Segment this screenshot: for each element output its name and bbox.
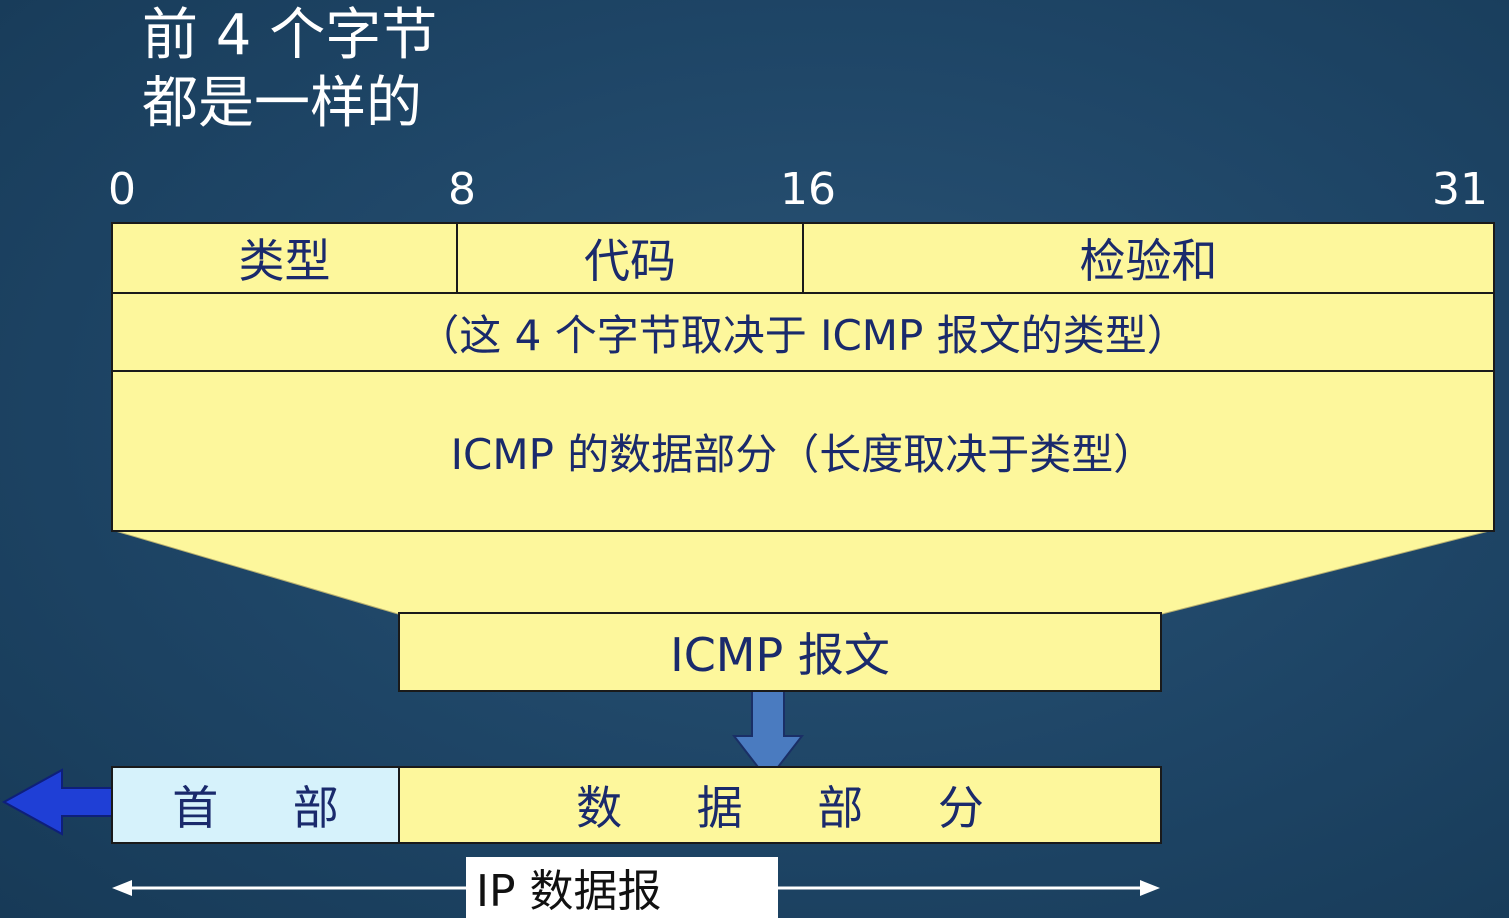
field-icmp-data: ICMP 的数据部分（长度取决于类型） bbox=[111, 370, 1495, 532]
bit-label-0: 0 bbox=[108, 164, 136, 215]
bit-label-8: 8 bbox=[448, 164, 476, 215]
bit-label-16: 16 bbox=[780, 164, 836, 215]
span-arrowhead-left bbox=[112, 880, 132, 896]
field-second-word-label: （这 4 个字节取决于 ICMP 报文的类型） bbox=[417, 310, 1189, 360]
ip-header-box: 首 部 bbox=[111, 766, 400, 844]
funnel-right-edge bbox=[1161, 529, 1494, 615]
funnel-left-edge bbox=[111, 529, 399, 615]
left-arrow-icon bbox=[1, 768, 113, 836]
down-arrow-icon bbox=[731, 689, 805, 782]
field-type: 类型 bbox=[111, 222, 458, 294]
field-second-word: （这 4 个字节取决于 ICMP 报文的类型） bbox=[111, 292, 1495, 372]
field-code: 代码 bbox=[456, 222, 804, 294]
field-type-label: 类型 bbox=[238, 234, 331, 288]
ip-header-label: 首 部 bbox=[172, 781, 369, 835]
field-code-label: 代码 bbox=[584, 234, 676, 288]
ip-data-label: 数 据 部 分 bbox=[576, 781, 1014, 835]
ip-datagram-label: IP 数据报 bbox=[466, 857, 778, 918]
icmp-message-box: ICMP 报文 bbox=[398, 612, 1162, 692]
title-line-1: 前 4 个字节 bbox=[142, 3, 438, 68]
icmp-message-label: ICMP 报文 bbox=[670, 628, 890, 682]
bit-label-31: 31 bbox=[1432, 164, 1488, 215]
span-arrowhead-right bbox=[1140, 880, 1160, 896]
field-checksum: 检验和 bbox=[802, 222, 1495, 294]
field-icmp-data-label: ICMP 的数据部分（长度取决于类型） bbox=[450, 429, 1156, 479]
ip-data-box: 数 据 部 分 bbox=[398, 766, 1162, 844]
field-checksum-label: 检验和 bbox=[1079, 234, 1218, 288]
funnel-trapezoid bbox=[112, 530, 1493, 614]
title-line-2: 都是一样的 bbox=[142, 71, 422, 136]
